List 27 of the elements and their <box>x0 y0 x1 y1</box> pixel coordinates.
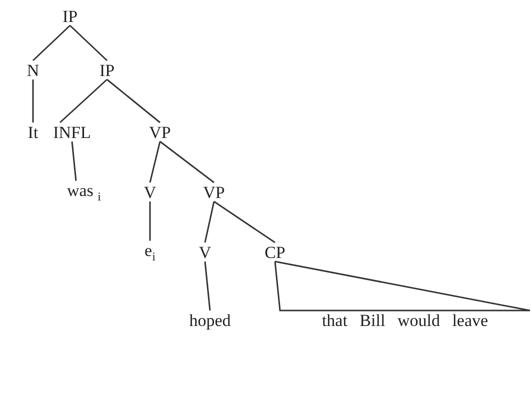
tree-label: that Bill would leave <box>280 310 530 330</box>
branch-line <box>204 261 211 311</box>
tree-label: e$_{i}$ <box>144 240 156 264</box>
branch-line <box>214 200 276 244</box>
branch-line <box>60 78 108 124</box>
branch-line <box>149 141 161 183</box>
tree-label: It <box>28 122 38 142</box>
tree-label: INFL <box>53 122 91 142</box>
tree-label: VP <box>203 182 225 202</box>
branch-line <box>160 140 214 184</box>
tree-label: VP <box>149 122 171 142</box>
tree-label: N <box>26 60 40 80</box>
branch-line <box>71 141 77 181</box>
triangle-branch <box>274 260 531 312</box>
tree-label: IP <box>99 60 115 80</box>
branch-line <box>32 24 71 62</box>
branch-line <box>69 24 108 62</box>
branch-line <box>32 80 34 122</box>
tree-label: IP <box>62 6 78 26</box>
tree-label: hoped <box>189 310 231 330</box>
tree-label: CP <box>264 242 286 262</box>
branch-line <box>204 201 215 243</box>
branch-line <box>149 202 151 241</box>
tree-label: was $_{i}$ <box>66 180 102 204</box>
branch-line <box>106 78 160 124</box>
tree-label: V <box>144 182 156 202</box>
tree-label: V <box>198 242 212 262</box>
